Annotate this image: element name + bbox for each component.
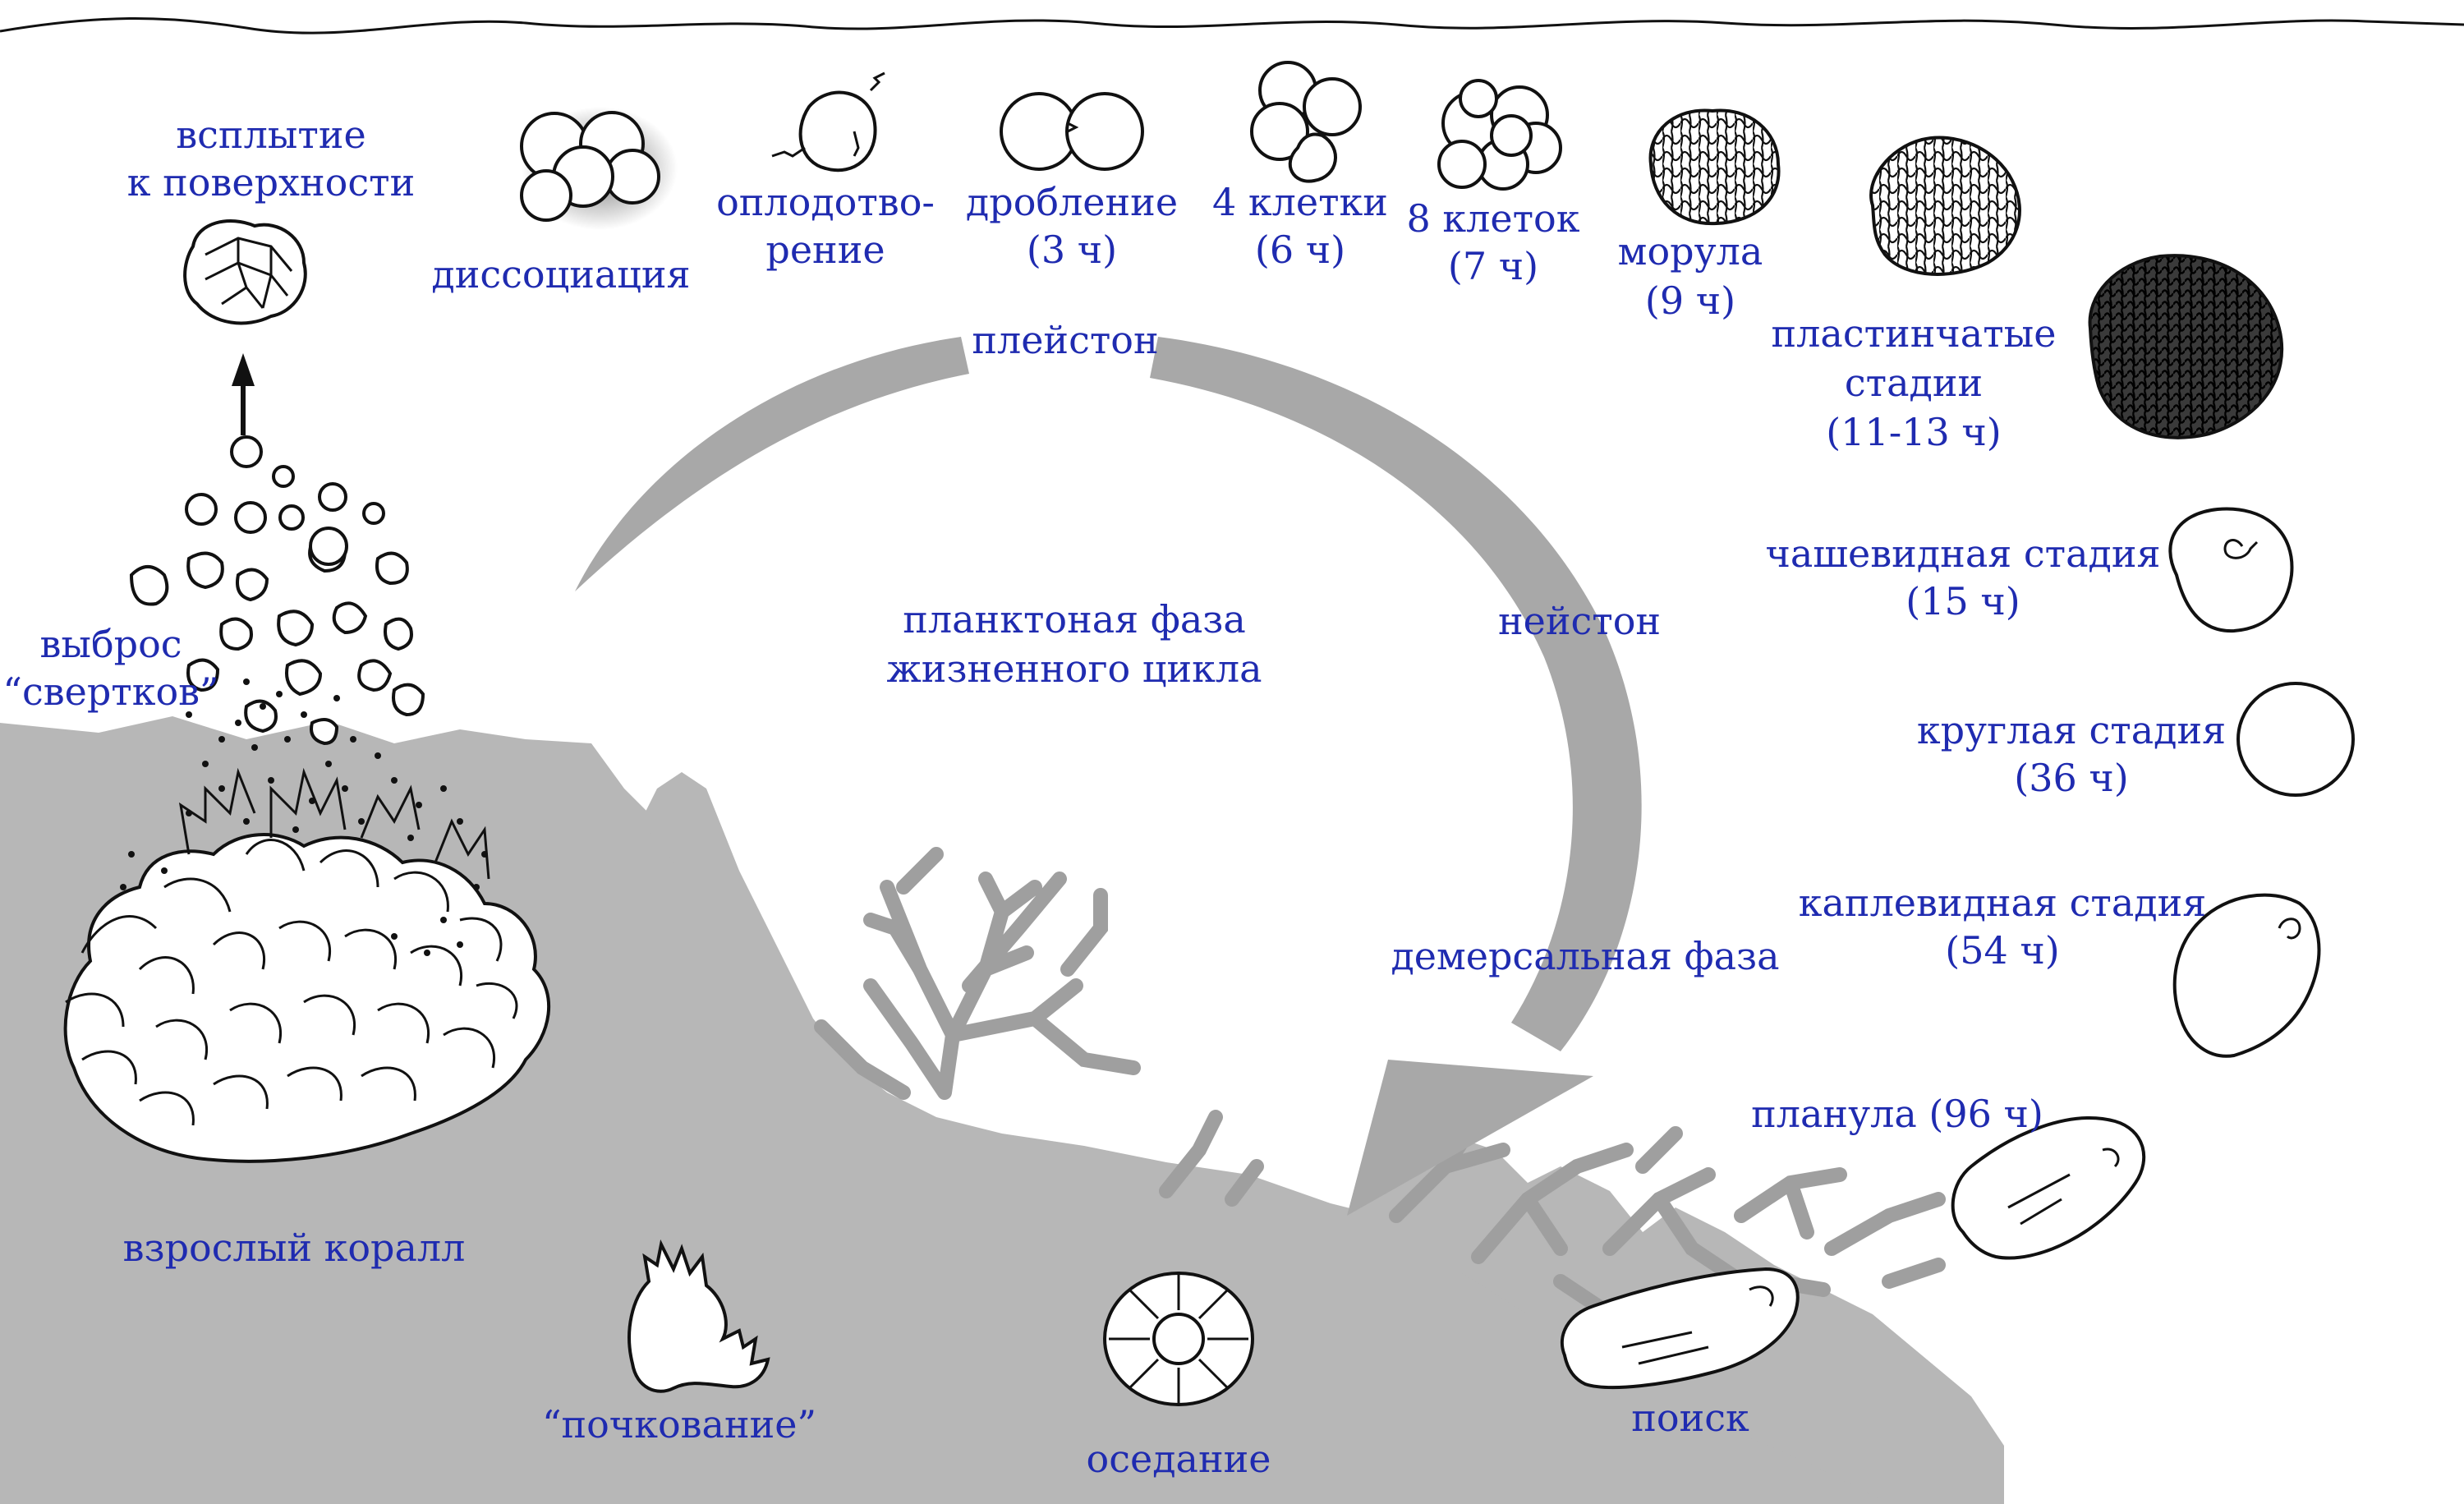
label-cleavage-line-2: (3 ч) bbox=[1027, 228, 1117, 272]
label-morula-line-1: морула bbox=[1618, 229, 1763, 274]
planula-icon bbox=[1951, 1116, 2146, 1260]
label-dissociation: диссоциация bbox=[431, 252, 690, 297]
label-fertilization-line-1: оплодотво- bbox=[716, 180, 935, 224]
label-demersal-phase: демерсальная фаза bbox=[1391, 934, 1779, 978]
label-drop-stage-line-2: (54 ч) bbox=[1945, 928, 2059, 973]
prawn-chip-icon bbox=[1869, 136, 2021, 276]
label-cells8-line-2: (7 ч) bbox=[1448, 244, 1538, 288]
eight-cell-icon bbox=[1437, 79, 1562, 191]
budding-polyp-icon bbox=[627, 1239, 770, 1393]
label-cells8-line-1: 8 клеток bbox=[1407, 196, 1580, 241]
label-cells8: 8 клеток (7 ч) bbox=[1407, 196, 1580, 288]
label-surfacing: всплытие к поверхности bbox=[127, 113, 415, 205]
drop-stage-icon bbox=[2172, 893, 2321, 1058]
life-cycle-arrow bbox=[575, 337, 1642, 1216]
label-plate-stages-line-2: стадии bbox=[1845, 361, 1983, 405]
plate-stage-icon bbox=[2088, 254, 2284, 439]
label-planula: планула (96 ч) bbox=[1751, 1092, 2043, 1136]
label-drop-stage-line-1: каплевидная стадия bbox=[1799, 881, 2207, 925]
bundle-release-icon bbox=[129, 435, 425, 746]
label-bundle-release-line-1: выброс bbox=[39, 622, 182, 666]
label-search: поиск bbox=[1631, 1396, 1749, 1440]
label-settlement: оседание bbox=[1087, 1437, 1271, 1481]
label-cup-stage: чашевидная стадия (15 ч) bbox=[1765, 531, 2160, 623]
morula-icon bbox=[1648, 108, 1781, 226]
label-cup-stage-line-1: чашевидная стадия bbox=[1765, 531, 2160, 576]
label-cup-stage-line-2: (15 ч) bbox=[1905, 579, 2020, 623]
two-cell-icon bbox=[1000, 92, 1144, 171]
bundle-dots bbox=[120, 678, 488, 956]
searching-larva-icon bbox=[1560, 1267, 1800, 1390]
label-round-stage-line-1: круглая стадия bbox=[1917, 708, 2226, 752]
label-planktonic-phase: планктоная фаза жизненного цикла bbox=[886, 597, 1262, 691]
label-budding: “почкование” bbox=[542, 1402, 816, 1447]
round-stage-icon bbox=[2236, 682, 2355, 797]
water-surface-line bbox=[0, 16, 2464, 34]
settled-polyp-icon bbox=[1103, 1272, 1254, 1406]
label-fertilization-line-2: рение bbox=[765, 228, 885, 272]
label-drop-stage: каплевидная стадия (54 ч) bbox=[1799, 881, 2207, 973]
label-plate-stages-line-3: (11-13 ч) bbox=[1826, 410, 2002, 454]
label-round-stage-line-2: (36 ч) bbox=[2014, 756, 2128, 800]
label-cells4-line-2: (6 ч) bbox=[1255, 228, 1345, 272]
adult-coral-icon bbox=[63, 767, 551, 1163]
label-pleuston: плейстон bbox=[972, 318, 1158, 362]
label-plate-stages-line-1: пластинчатые bbox=[1772, 311, 2057, 356]
label-surfacing-line-2: к поверхности bbox=[127, 160, 415, 205]
label-bundle-release-line-2: “свертков” bbox=[2, 669, 218, 714]
label-bundle-release: выброс “свертков” bbox=[2, 622, 218, 714]
label-neuston: нейстон bbox=[1498, 599, 1661, 643]
label-cleavage: дробление (3 ч) bbox=[966, 180, 1178, 272]
cup-stage-icon bbox=[2168, 507, 2294, 633]
label-cells4: 4 клетки (6 ч) bbox=[1212, 180, 1388, 272]
label-adult-coral: взрослый коралл bbox=[123, 1226, 466, 1270]
label-planktonic-phase-line-2: жизненного цикла bbox=[886, 646, 1262, 691]
label-fertilization: оплодотво- рение bbox=[716, 180, 935, 272]
label-plate-stages: пластинчатые стадии (11-13 ч) bbox=[1772, 311, 2057, 454]
egg-sperm-bundle-icon bbox=[183, 219, 307, 325]
up-arrow-icon bbox=[232, 353, 255, 435]
four-cell-icon bbox=[1250, 61, 1362, 183]
label-cleavage-line-1: дробление bbox=[966, 180, 1178, 224]
fertilized-egg-icon bbox=[771, 71, 885, 172]
dissociation-icon bbox=[520, 107, 678, 230]
label-morula-line-2: (9 ч) bbox=[1645, 278, 1735, 323]
label-surfacing-line-1: всплытие bbox=[176, 113, 365, 157]
label-round-stage: круглая стадия (36 ч) bbox=[1917, 708, 2226, 800]
label-cells4-line-1: 4 клетки bbox=[1212, 180, 1388, 224]
label-planktonic-phase-line-1: планктоная фаза bbox=[903, 597, 1246, 642]
label-morula: морула (9 ч) bbox=[1618, 229, 1763, 323]
